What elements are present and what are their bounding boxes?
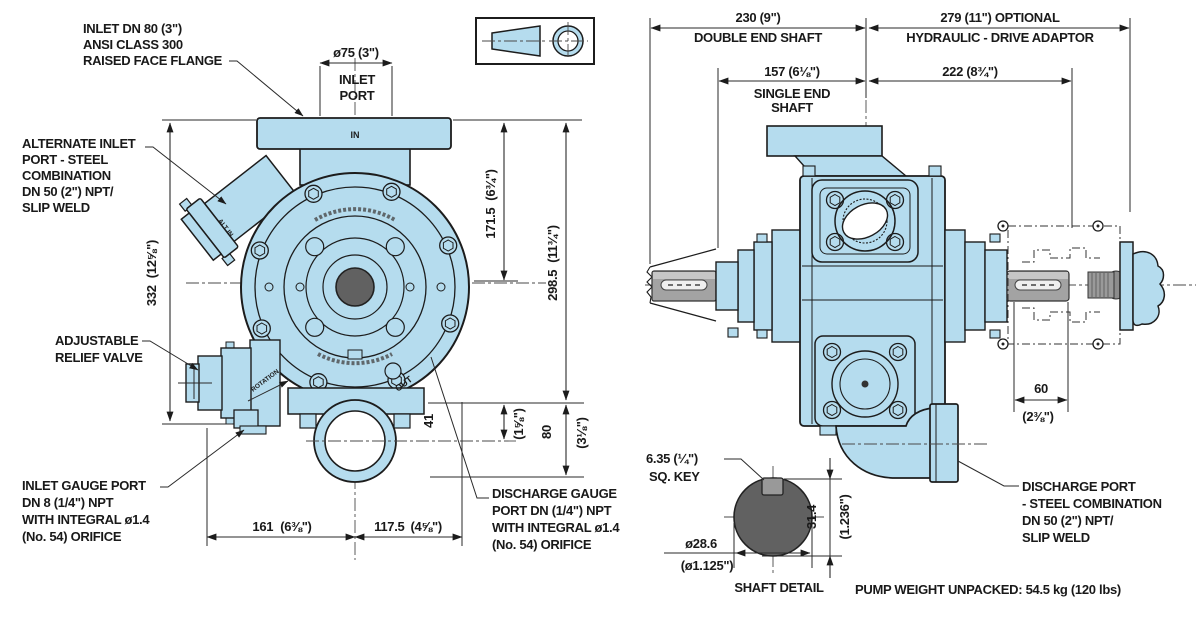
front-view: IN OUT ROTATION ALT IN: [22, 21, 621, 560]
dim-base-to-bottom-mm: 80: [539, 425, 554, 439]
discharge-gauge-boss: [384, 362, 402, 380]
side-extension-lines: [649, 18, 1131, 412]
inlet-flange: [256, 117, 452, 150]
dim-shaft-dia-in: (ø1.125"): [681, 558, 734, 573]
svg-text:DN 50 (2") NPT/: DN 50 (2") NPT/: [22, 184, 114, 199]
dim-single-end-shaft: 157 (6⅛"): [764, 64, 820, 79]
right-bearing-housing: [944, 229, 1008, 343]
cast-text-marks-top: [313, 207, 397, 222]
front-dimension-texts: 332(12⅝") 171.5(6¾") 298.5(11¾") 41 (1⅝"…: [144, 169, 589, 534]
side-view: 230 (9") DOUBLE END SHAFT 279 (11") OPTI…: [645, 10, 1196, 545]
right-shaft: [1006, 270, 1070, 302]
svg-text:PORT DN (1/4") NPT: PORT DN (1/4") NPT: [492, 503, 612, 518]
svg-text:DN 50 (2") NPT/: DN 50 (2") NPT/: [1022, 513, 1114, 528]
third-angle-projection-icon: [475, 17, 595, 65]
dim-base-to-bottom-in: (3⅛"): [574, 417, 589, 448]
shaft-end: [335, 267, 375, 307]
svg-text:ANSI CLASS 300: ANSI CLASS 300: [83, 37, 183, 52]
port-bracket-right: [393, 413, 411, 429]
svg-text:WITH INTEGRAL ø1.4: WITH INTEGRAL ø1.4: [22, 512, 150, 527]
left-bearing-housing: [715, 229, 803, 343]
dim-center-height: 171.5(6¾"): [483, 169, 498, 238]
discharge-port-label: DISCHARGE PORT: [1022, 479, 1136, 494]
dim-total-height: 298.5(11¾"): [545, 225, 560, 301]
top-port-flange: [811, 179, 919, 263]
shaft-guard: [646, 248, 717, 322]
dim-hydraulic-adaptor: 279 (11") OPTIONAL: [940, 10, 1060, 25]
dim-shaft-dia-mm: ø28.6: [685, 536, 717, 551]
svg-text:WITH INTEGRAL ø1.4: WITH INTEGRAL ø1.4: [492, 520, 620, 535]
right-keyway: [1014, 279, 1062, 291]
svg-text:SLIP WELD: SLIP WELD: [1022, 530, 1090, 545]
svg-text:RELIEF VALVE: RELIEF VALVE: [55, 350, 143, 365]
gauge-port-boss: [233, 409, 259, 429]
svg-text:(No. 54) ORIFICE: (No. 54) ORIFICE: [492, 537, 592, 552]
pump-weight-note: PUMP WEIGHT UNPACKED: 54.5 kg (120 lbs): [855, 582, 1121, 597]
svg-text:- STEEL COMBINATION: - STEEL COMBINATION: [1022, 496, 1162, 511]
dim-overall-height: 332(12⅝"): [144, 240, 159, 306]
relief-valve-label: ADJUSTABLE: [55, 333, 139, 348]
head-bolts: [264, 237, 446, 337]
relief-valve: [178, 339, 281, 435]
dim-base-to-port-in: (1⅝"): [511, 408, 526, 439]
dim-shaft-height-in: (1.236"): [837, 495, 852, 540]
dim-shaft-extension-mm: 60: [1034, 381, 1048, 396]
inlet-flange-edge: [766, 125, 883, 157]
dim-base-to-port-mm: 41: [421, 414, 436, 428]
discharge-gauge-label: DISCHARGE GAUGE: [492, 486, 617, 501]
svg-text:SLIP WELD: SLIP WELD: [22, 200, 90, 215]
splined-stub: [1087, 271, 1115, 299]
shaft-detail-caption: SHAFT DETAIL: [734, 580, 824, 595]
discharge-collar: [929, 403, 959, 483]
square-key: [761, 477, 784, 496]
svg-text:COMBINATION: COMBINATION: [22, 168, 111, 183]
hydraulic-adaptor-outline: [997, 220, 1121, 350]
shaft-detail-texts: 6.35 (¼") SQ. KEY 31.4 (1.236") ø28.6 (ø…: [646, 451, 852, 595]
svg-text:DOUBLE END SHAFT: DOUBLE END SHAFT: [694, 30, 822, 45]
threaded-port: [841, 202, 889, 240]
side-labels: DISCHARGE PORT - STEEL COMBINATION DN 50…: [1022, 479, 1162, 545]
side-dimension-texts: 230 (9") DOUBLE END SHAFT 279 (11") OPTI…: [694, 10, 1095, 424]
grease-fitting: [347, 349, 363, 360]
dim-adaptor-length: 222 (8¾"): [942, 64, 998, 79]
svg-text:DN 8 (1/4") NPT: DN 8 (1/4") NPT: [22, 495, 114, 510]
svg-text:PORT - STEEL: PORT - STEEL: [22, 152, 108, 167]
inlet-port-label: INLET: [339, 72, 375, 87]
shaft-detail: 6.35 (¼") SQ. KEY 31.4 (1.236") ø28.6 (ø…: [646, 451, 852, 595]
dim-shaft-extension-in: (2⅜"): [1022, 409, 1053, 424]
dim-center-to-right: 117.5(4⅝"): [374, 519, 442, 534]
front-dimension-lines: [166, 59, 570, 541]
dim-shaft-height-mm: 31.4: [804, 504, 819, 529]
dim-center-to-left: 161(6⅜"): [252, 519, 311, 534]
sq-key-label: 6.35 (¼"): [646, 451, 698, 466]
alternate-inlet-flange: [178, 154, 297, 267]
inlet-gauge-label: INLET GAUGE PORT: [22, 478, 146, 493]
alternate-inlet-label: ALTERNATE INLET: [22, 136, 136, 151]
svg-text:SHAFT: SHAFT: [771, 100, 813, 115]
front-extension-lines: [162, 66, 584, 546]
left-keyway: [660, 279, 708, 291]
bottom-plate: [814, 335, 916, 436]
inlet-flange-label: INLET DN 80 (3"): [83, 21, 182, 36]
svg-text:PORT: PORT: [340, 88, 375, 103]
rotation-arrow: [247, 380, 289, 402]
left-shaft: [651, 270, 717, 302]
hydraulic-motor: [1119, 241, 1166, 331]
svg-text:SQ. KEY: SQ. KEY: [649, 469, 700, 484]
front-labels: INLET DN 80 (3") ANSI CLASS 300 RAISED F…: [22, 21, 621, 552]
side-dimension-lines: [650, 24, 1130, 404]
dim-double-end-shaft: 230 (9"): [736, 10, 781, 25]
dim-inlet-port-dia: ø75 (3"): [333, 45, 379, 60]
svg-text:(No. 54) ORIFICE: (No. 54) ORIFICE: [22, 529, 122, 544]
svg-text:HYDRAULIC - DRIVE ADAPTOR: HYDRAULIC - DRIVE ADAPTOR: [906, 30, 1094, 45]
svg-text:SINGLE END: SINGLE END: [754, 86, 830, 101]
marking-in: IN: [351, 130, 360, 140]
discharge-elbow: [835, 403, 990, 483]
key-leader: [724, 458, 765, 481]
discharge-port-leader: [957, 460, 1019, 487]
svg-text:RAISED FACE FLANGE: RAISED FACE FLANGE: [83, 53, 223, 68]
port-bracket-left: [299, 413, 317, 429]
front-leader-lines: [142, 60, 489, 499]
